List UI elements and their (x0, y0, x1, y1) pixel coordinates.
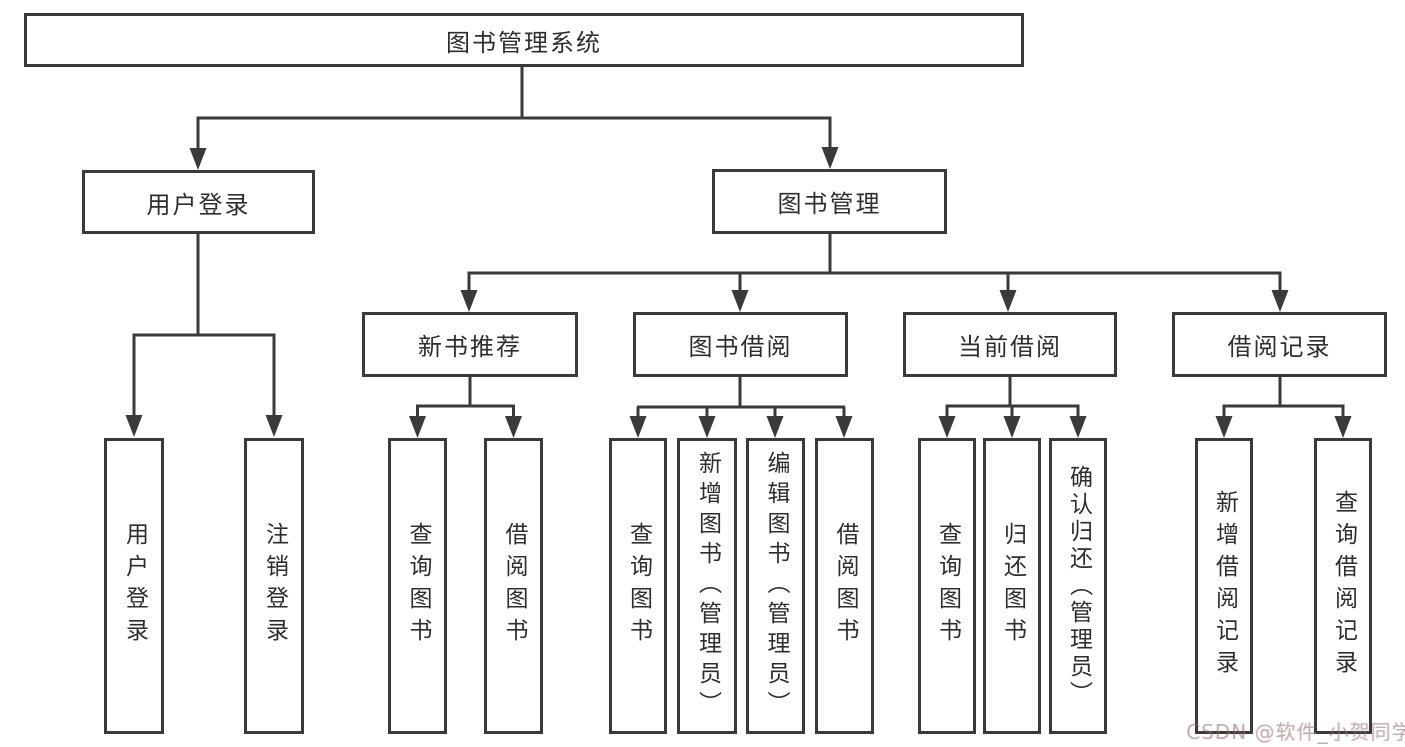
leaf-user-login: 用户登录 (104, 438, 164, 734)
csdn-watermark: CSDN @软件_小贺同学 (1186, 720, 1405, 744)
leaf-current-confirm-return-admin-label: 确认归还（管理员） (1065, 464, 1092, 708)
node-book-management-label: 图书管理 (777, 190, 882, 218)
leaf-borrow-borrow-book: 借阅图书 (815, 438, 874, 734)
leaf-borrow-borrow-book-label: 借阅图书 (832, 522, 858, 650)
node-book-borrowing: 图书借阅 (633, 312, 848, 377)
leaf-records-add-record-label: 新增借阅记录 (1211, 490, 1238, 682)
node-borrowing-records: 借阅记录 (1172, 312, 1387, 377)
leaf-records-query-record-label: 查询借阅记录 (1330, 490, 1357, 682)
node-new-book-recommend-label: 新书推荐 (418, 333, 522, 361)
node-current-borrowing-label: 当前借阅 (958, 333, 1062, 361)
arrowheads (125, 147, 1352, 438)
node-root-label: 图书管理系统 (446, 28, 602, 57)
leaf-borrow-query-book: 查询图书 (609, 438, 667, 734)
leaf-current-query-book: 查询图书 (918, 438, 976, 734)
node-book-management: 图书管理 (712, 169, 947, 234)
leaf-logout-label: 注销登录 (261, 522, 288, 650)
leaf-records-add-record: 新增借阅记录 (1195, 438, 1253, 734)
node-book-borrowing-label: 图书借阅 (688, 333, 793, 361)
node-borrowing-records-label: 借阅记录 (1227, 333, 1332, 361)
leaf-borrow-add-book-admin: 新增图书（管理员） (677, 438, 737, 734)
leaf-newrec-query-book: 查询图书 (388, 438, 447, 734)
leaf-borrow-edit-book-admin-label: 编辑图书（管理员） (763, 451, 789, 721)
node-root: 图书管理系统 (24, 13, 1024, 67)
node-current-borrowing: 当前借阅 (903, 312, 1117, 377)
leaf-current-return-book: 归还图书 (983, 438, 1041, 734)
leaf-borrow-edit-book-admin: 编辑图书（管理员） (746, 438, 805, 734)
leaf-borrow-query-book-label: 查询图书 (625, 522, 652, 650)
node-user-login-label: 用户登录 (146, 190, 251, 219)
leaf-borrow-add-book-admin-label: 新增图书（管理员） (694, 451, 721, 721)
leaf-logout: 注销登录 (244, 438, 304, 734)
leaf-current-return-book-label: 归还图书 (999, 522, 1026, 650)
leaf-newrec-borrow-book: 借阅图书 (484, 438, 543, 734)
leaf-current-confirm-return-admin: 确认归还（管理员） (1049, 438, 1107, 734)
leaf-records-query-record: 查询借阅记录 (1314, 438, 1372, 734)
node-user-login: 用户登录 (82, 170, 315, 234)
node-new-book-recommend: 新书推荐 (362, 312, 578, 377)
leaf-user-login-label: 用户登录 (121, 522, 148, 650)
leaf-newrec-borrow-book-label: 借阅图书 (501, 522, 527, 650)
leaf-current-query-book-label: 查询图书 (934, 522, 961, 650)
leaf-newrec-query-book-label: 查询图书 (405, 522, 431, 650)
